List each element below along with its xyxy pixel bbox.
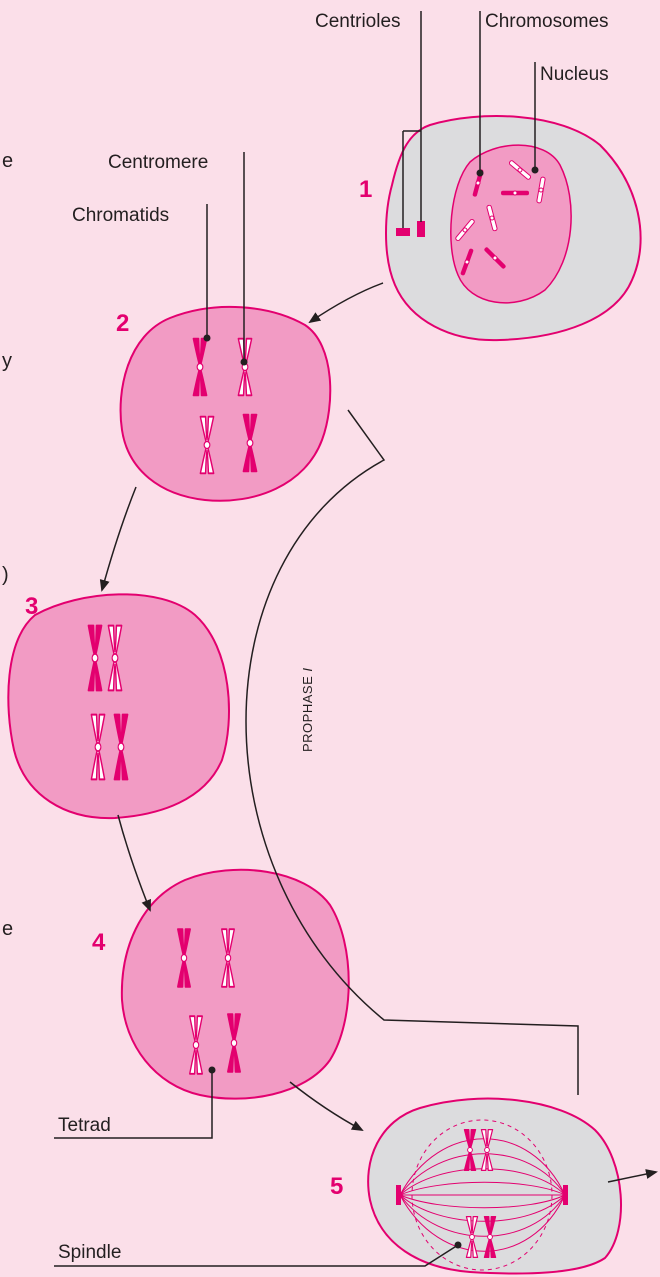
arrow-3-to-4 (117, 814, 151, 912)
stage-number-5: 5 (330, 1173, 344, 1200)
cell-stage-3 (7, 593, 230, 820)
stage-number-2: 2 (116, 310, 130, 337)
label-centrioles: Centrioles (315, 11, 401, 32)
centriole (417, 221, 425, 237)
stage-number-4: 4 (92, 929, 106, 956)
label-nucleus: Nucleus (540, 64, 609, 85)
edge-text-fragment: ) (2, 564, 9, 586)
edge-text-fragment: e (2, 918, 14, 940)
cell-stage-4 (120, 868, 350, 1100)
centriole (563, 1185, 568, 1205)
prophase-bracket (245, 409, 579, 1095)
label-chromosomes: Chromosomes (485, 11, 609, 32)
cell-stage-2 (119, 305, 332, 502)
cell-stage-1 (385, 115, 642, 342)
arrow-4-to-5 (289, 1081, 364, 1131)
prophase-label: PROPHASE I (300, 668, 315, 752)
label-spindle: Spindle (58, 1242, 122, 1263)
label-centromere: Centromere (108, 152, 209, 173)
leader-dots (203, 166, 539, 1249)
cell-stage-5 (367, 1097, 622, 1275)
centriole (396, 1185, 401, 1205)
prophase-label-numeral: I (300, 667, 315, 672)
arrow-1-to-2 (308, 282, 384, 324)
edge-text-fragment: y (2, 350, 12, 372)
edge-text-fragment: e (2, 150, 14, 172)
prophase-label-text: PROPHASE (300, 671, 315, 752)
stage-arrows (99, 282, 658, 1183)
label-chromatids: Chromatids (72, 205, 170, 226)
centriole (396, 228, 410, 236)
arrow-5-out (607, 1169, 658, 1183)
leader-lines (54, 11, 536, 1267)
stage-number-1: 1 (359, 176, 373, 203)
label-tetrad: Tetrad (58, 1115, 111, 1136)
arrow-2-to-3 (99, 486, 137, 592)
stage-number-3: 3 (25, 593, 39, 620)
